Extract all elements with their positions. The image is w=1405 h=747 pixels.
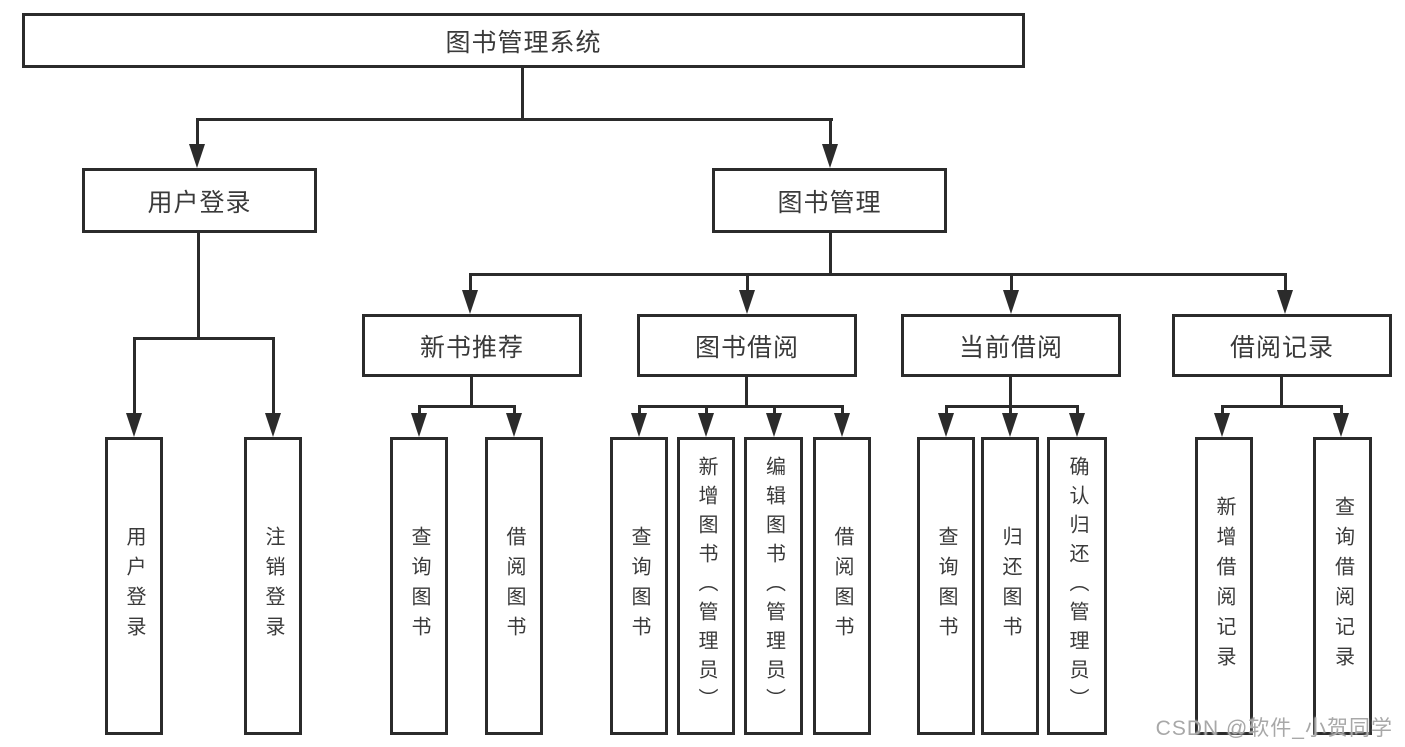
arrow-down-icon <box>1333 413 1349 437</box>
connector-line <box>196 118 833 121</box>
watermark: CSDN @软件_小贺同学 <box>1155 717 1393 740</box>
arrow-down-icon <box>631 413 647 437</box>
leaf-bb-edit-books-admin: 编辑图书（管理员） <box>744 437 803 735</box>
leaf-cb-confirm-return-admin: 确认归还（管理员） <box>1047 437 1107 735</box>
leaf-bb-add-books-admin: 新增图书（管理员） <box>677 437 735 735</box>
connector-line <box>272 337 275 416</box>
arrow-down-icon <box>126 413 142 437</box>
leaf-cb-return-books: 归还图书 <box>981 437 1039 735</box>
leaf-cb-confirm-return-admin-label: 确认归还（管理员） <box>1066 455 1088 717</box>
connector-line <box>469 273 472 292</box>
leaf-logout: 注销登录 <box>244 437 302 735</box>
leaf-cb-query-books-label: 查询图书 <box>935 526 957 646</box>
leaf-bb-borrow-books-label: 借阅图书 <box>831 526 853 646</box>
arrow-down-icon <box>1002 413 1018 437</box>
leaf-cb-return-books-label: 归还图书 <box>999 526 1021 646</box>
connector-line <box>1010 273 1013 292</box>
connector-line <box>945 405 1079 408</box>
leaf-br-add-record-label: 新增借阅记录 <box>1213 496 1235 676</box>
arrow-down-icon <box>1069 413 1085 437</box>
node-new-book-recommend: 新书推荐 <box>362 314 582 377</box>
leaf-br-add-record: 新增借阅记录 <box>1195 437 1253 735</box>
connector-line <box>469 273 1286 276</box>
arrow-down-icon <box>822 144 838 168</box>
node-book-management: 图书管理 <box>712 168 947 233</box>
connector-line <box>1340 405 1343 417</box>
node-user-login: 用户登录 <box>82 168 317 233</box>
connector-line <box>773 405 776 417</box>
connector-line <box>1009 377 1012 405</box>
leaf-nb-borrow-books: 借阅图书 <box>485 437 543 735</box>
connector-line <box>705 405 708 417</box>
node-current-borrow: 当前借阅 <box>901 314 1121 377</box>
connector-line <box>945 405 948 417</box>
leaf-nb-query-books: 查询图书 <box>390 437 448 735</box>
connector-line <box>1221 405 1224 417</box>
arrow-down-icon <box>411 413 427 437</box>
arrow-down-icon <box>739 290 755 314</box>
arrow-down-icon <box>766 413 782 437</box>
connector-line <box>418 405 516 408</box>
leaf-nb-borrow-books-label: 借阅图书 <box>503 526 525 646</box>
node-book-borrow: 图书借阅 <box>637 314 857 377</box>
arrow-down-icon <box>462 290 478 314</box>
connector-line <box>418 405 421 417</box>
connector-line <box>470 377 473 405</box>
arrow-down-icon <box>834 413 850 437</box>
connector-line <box>638 405 844 408</box>
leaf-br-query-record: 查询借阅记录 <box>1313 437 1372 735</box>
connector-line <box>638 405 641 417</box>
arrow-down-icon <box>1277 290 1293 314</box>
connector-line <box>1280 377 1283 405</box>
connector-line <box>829 118 832 146</box>
arrow-down-icon <box>938 413 954 437</box>
node-borrow-records: 借阅记录 <box>1172 314 1392 377</box>
leaf-br-query-record-label: 查询借阅记录 <box>1331 496 1354 676</box>
connector-line <box>745 377 748 405</box>
arrow-down-icon <box>1003 290 1019 314</box>
node-root: 图书管理系统 <box>22 13 1025 68</box>
arrow-down-icon <box>506 413 522 437</box>
leaf-bb-query-books-label: 查询图书 <box>628 526 650 646</box>
leaf-bb-add-books-admin-label: 新增图书（管理员） <box>695 455 717 717</box>
connector-line <box>1284 273 1287 292</box>
connector-line <box>1076 405 1079 417</box>
leaf-bb-query-books: 查询图书 <box>610 437 668 735</box>
leaf-bb-borrow-books: 借阅图书 <box>813 437 871 735</box>
connector-line <box>513 405 516 417</box>
connector-line <box>196 118 199 146</box>
connector-line <box>746 273 749 292</box>
arrow-down-icon <box>189 144 205 168</box>
connector-line <box>197 233 200 337</box>
connector-line <box>829 233 832 275</box>
leaf-cb-query-books: 查询图书 <box>917 437 975 735</box>
connector-line <box>133 337 136 416</box>
connector-line <box>1009 405 1012 417</box>
arrow-down-icon <box>1214 413 1230 437</box>
connector-line <box>133 337 275 340</box>
connector-line <box>521 68 524 120</box>
connector-line <box>841 405 844 417</box>
connector-line <box>1221 405 1343 408</box>
leaf-user-login: 用户登录 <box>105 437 163 735</box>
leaf-nb-query-books-label: 查询图书 <box>408 526 430 646</box>
arrow-down-icon <box>698 413 714 437</box>
leaf-bb-edit-books-admin-label: 编辑图书（管理员） <box>762 455 785 717</box>
leaf-logout-label: 注销登录 <box>262 526 284 646</box>
leaf-user-login-label: 用户登录 <box>123 526 145 646</box>
arrow-down-icon <box>265 413 281 437</box>
